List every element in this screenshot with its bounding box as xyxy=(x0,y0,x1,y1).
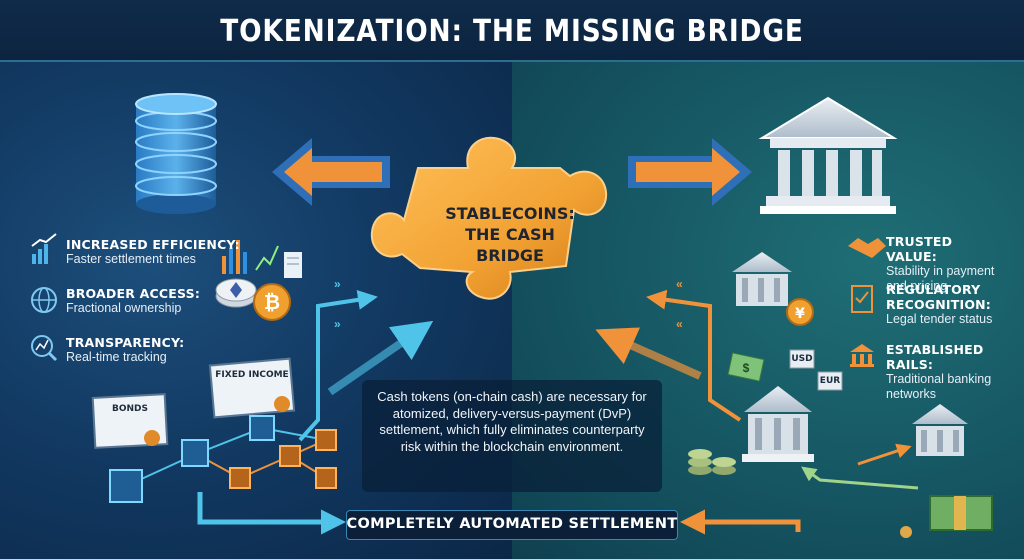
svg-text:«: « xyxy=(676,277,683,291)
page-title: TOKENIZATION: THE MISSING BRIDGE xyxy=(220,14,804,49)
benefit-trusted-title: TRUSTED VALUE: xyxy=(886,234,953,264)
benefit-access-desc: Fractional ownership xyxy=(66,301,182,315)
puzzle-piece-icon xyxy=(370,136,608,300)
svg-text:¥: ¥ xyxy=(795,306,805,322)
puzzle-label-line2: THE CASH BRIDGE xyxy=(465,225,555,265)
crypto-coins-icon: ₿ xyxy=(215,278,291,321)
benefit-regulatory: REGULATORY RECOGNITION: Legal tender sta… xyxy=(886,282,1006,327)
svg-text:$: $ xyxy=(743,361,750,375)
benefit-rails: ESTABLISHED RAILS: Traditional banking n… xyxy=(886,342,1006,402)
benefit-trusted-value: TRUSTED VALUE: Stability in payment and … xyxy=(886,234,1006,294)
handshake-icon xyxy=(848,238,886,258)
benefit-transparency: TRANSPARENCY: Real-time tracking xyxy=(66,335,184,365)
benefit-regulatory-title: REGULATORY RECOGNITION: xyxy=(886,282,992,312)
clipboard-check-icon xyxy=(851,285,873,313)
bottom-banner-label: COMPLETELY AUTOMATED SETTLEMENT xyxy=(346,516,678,532)
svg-text:»: » xyxy=(334,277,341,291)
arrow-to-bank-icon xyxy=(628,138,752,206)
cash-bundle-icon xyxy=(900,495,993,538)
bonds-label: BONDS xyxy=(112,404,148,414)
benefit-transparency-title: TRANSPARENCY: xyxy=(66,335,185,350)
benefit-efficiency-title: INCREASED EFFICIENCY: xyxy=(66,237,240,252)
arrow-to-tokenized-icon xyxy=(272,138,390,206)
bank-icon xyxy=(850,344,874,367)
blockchain-network-icon xyxy=(109,415,337,503)
usd-tag: USD xyxy=(791,354,813,364)
puzzle-label: STABLECOINS: THE CASH BRIDGE xyxy=(435,203,585,266)
benefit-transparency-desc: Real-time tracking xyxy=(66,350,167,364)
bar-chart-icon xyxy=(31,233,57,264)
central-exchange-bank-icon xyxy=(742,386,814,462)
chart-cluster-icon xyxy=(222,240,302,278)
traditional-flow-arrows: « « xyxy=(595,277,919,535)
usd-note-icon xyxy=(789,349,815,369)
eur-note-icon xyxy=(817,371,843,391)
svg-text:«: « xyxy=(676,317,683,331)
database-icon xyxy=(135,93,217,214)
commercial-bank-icon: ¥ xyxy=(732,252,814,326)
settlement-note-box xyxy=(362,380,662,492)
svg-text:»: » xyxy=(334,317,341,331)
benefit-trusted-desc: Stability in payment and pricing xyxy=(886,264,995,293)
banknote-dollar-icon: $ xyxy=(727,352,765,382)
regional-bank-icon xyxy=(912,404,968,456)
benefit-efficiency: INCREASED EFFICIENCY: Faster settlement … xyxy=(66,237,240,267)
magnifier-chart-icon xyxy=(31,335,58,362)
coin-stack-icon xyxy=(688,449,736,475)
fixed-income-certificate-icon xyxy=(208,357,296,419)
title-bar: TOKENIZATION: THE MISSING BRIDGE xyxy=(0,0,1024,62)
bottom-banner xyxy=(346,510,678,540)
benefit-access: BROADER ACCESS: Fractional ownership xyxy=(66,286,200,316)
central-bank-icon xyxy=(758,96,898,214)
svg-text:₿: ₿ xyxy=(264,290,280,314)
globe-icon xyxy=(31,287,57,313)
puzzle-label-line1: STABLECOINS: xyxy=(445,204,575,223)
settlement-note: Cash tokens (on-chain cash) are necessar… xyxy=(377,389,647,454)
benefit-rails-desc: Traditional banking networks xyxy=(886,372,992,401)
fixed-income-label: FIXED INCOME xyxy=(215,370,289,380)
benefit-access-title: BROADER ACCESS: xyxy=(66,286,201,301)
tokenized-flow-arrows: » » xyxy=(197,277,434,535)
benefit-rails-title: ESTABLISHED RAILS: xyxy=(886,342,984,372)
benefit-efficiency-desc: Faster settlement times xyxy=(66,252,196,266)
eur-tag: EUR xyxy=(819,376,841,386)
benefit-regulatory-desc: Legal tender status xyxy=(886,312,993,326)
bonds-certificate-icon xyxy=(91,393,169,449)
